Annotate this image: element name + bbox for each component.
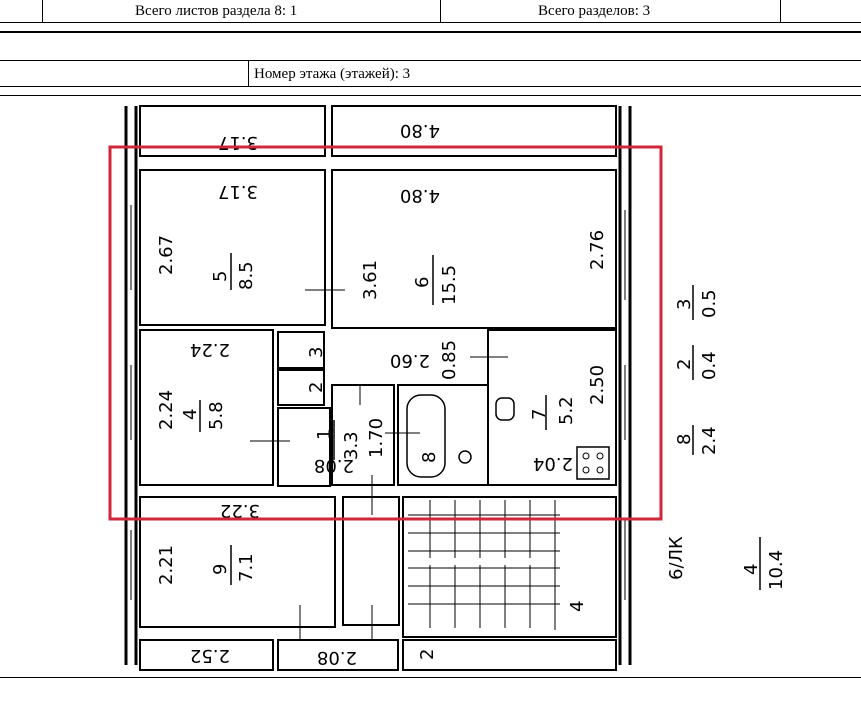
room-7-number: 7 bbox=[529, 409, 550, 420]
room-6-number: 6 bbox=[412, 277, 433, 288]
room-1-area: 3.3 bbox=[341, 431, 362, 460]
room-4-number: 4 bbox=[180, 409, 201, 420]
room-6-dim-d: 0.85 bbox=[439, 340, 460, 380]
balcony-8-number: 8 bbox=[674, 434, 695, 445]
floor-number: Номер этажа (этажей): 3 bbox=[254, 66, 411, 82]
stair-num: 4 bbox=[741, 564, 762, 575]
room-6-dim-width: 4.80 bbox=[400, 185, 440, 206]
room-5-dim-height: 2.67 bbox=[156, 235, 177, 275]
room-5-number: 5 bbox=[210, 271, 231, 282]
balcony-3-number: 3 bbox=[674, 299, 695, 310]
balcony-3-area: 0.5 bbox=[699, 289, 720, 318]
room-3-number: 3 bbox=[306, 347, 327, 358]
total-sections: Всего разделов: 3 bbox=[538, 3, 651, 19]
floor-plan: 3.17 4.80 3.17 2.67 5 8.5 4.80 3.61 6 15… bbox=[108, 105, 787, 671]
plan-top-line bbox=[0, 95, 861, 96]
room-9-dim-height: 2.21 bbox=[156, 545, 177, 585]
stair-label: 6/ЛК bbox=[666, 536, 687, 580]
balcony-8-area: 2.4 bbox=[699, 426, 720, 455]
top-row-bottom-line bbox=[0, 22, 861, 23]
floor-row-top-line bbox=[0, 60, 861, 61]
room-9-area: 7.1 bbox=[236, 553, 257, 582]
room-6-dim-a: 3.61 bbox=[360, 260, 381, 300]
floor-row-bottom-line bbox=[0, 86, 861, 87]
room-1-number: 1 bbox=[314, 429, 335, 440]
room-7-dim-b: 2.04 bbox=[533, 453, 573, 474]
highlight-frame bbox=[108, 145, 663, 521]
room-5-dim-width: 3.17 bbox=[218, 181, 258, 202]
bottom-dim-mid: 2.08 bbox=[317, 647, 357, 668]
room-6-dim-c: 2.60 bbox=[390, 350, 430, 371]
dim-top-right: 4.80 bbox=[400, 120, 440, 141]
room-6-area: 15.5 bbox=[439, 265, 460, 305]
top-row-divider-left bbox=[42, 0, 43, 23]
room-7-dim-a: 2.50 bbox=[587, 365, 608, 405]
section-divider-thick bbox=[0, 31, 861, 33]
bottom-room-2: 2 bbox=[417, 649, 438, 660]
room-5-area: 8.5 bbox=[236, 261, 257, 290]
room-9-number: 9 bbox=[210, 564, 231, 575]
dim-top-left: 3.17 bbox=[218, 132, 258, 153]
bottom-dim-left: 2.52 bbox=[190, 645, 230, 666]
room-1-dim-b: 2.08 bbox=[314, 455, 354, 476]
room-7-area: 5.2 bbox=[556, 396, 577, 425]
room-2-number: 2 bbox=[306, 382, 327, 393]
sheets-in-section: Всего листов раздела 8: 1 bbox=[135, 3, 298, 19]
room-6-dim-b: 2.76 bbox=[587, 230, 608, 270]
balcony-2-area: 0.4 bbox=[699, 351, 720, 380]
room-4-dim-height: 2.24 bbox=[156, 390, 177, 430]
stair-area: 10.4 bbox=[766, 550, 787, 590]
room-4-area: 5.8 bbox=[206, 401, 227, 430]
room-4-dim-width: 2.24 bbox=[190, 339, 230, 360]
top-row-divider-right bbox=[780, 0, 781, 23]
stair-step-number: 4 bbox=[567, 601, 588, 612]
room-9-dim-width: 3.22 bbox=[220, 500, 260, 521]
floor-row-divider bbox=[248, 60, 249, 86]
room-1-dim-a: 1.70 bbox=[366, 418, 387, 458]
top-row-divider-mid bbox=[440, 0, 441, 23]
page-bottom-line bbox=[0, 677, 861, 678]
room-8-number: 8 bbox=[419, 452, 440, 463]
balcony-2-number: 2 bbox=[674, 359, 695, 370]
